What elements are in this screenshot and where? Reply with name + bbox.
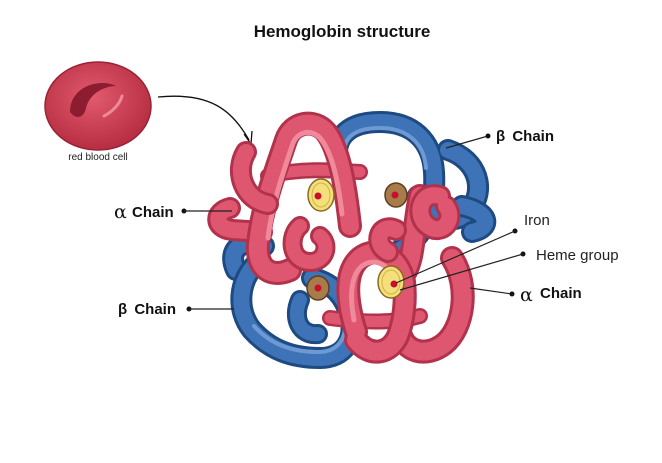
alpha-chain-ribbon-right: [336, 184, 475, 364]
label-alpha-chain-left: Chain: [132, 204, 174, 221]
alpha-chain-ribbon-left: [207, 111, 362, 285]
label-beta-chain-top: β Chain: [496, 128, 554, 145]
red-blood-cell-label: red blood cell: [68, 152, 127, 163]
label-alpha-chain-right: Chain: [540, 285, 582, 302]
beta-symbol: β: [118, 301, 127, 318]
heme-group-bottom-right: [377, 265, 405, 299]
label-iron: Iron: [524, 212, 550, 229]
alpha-symbol-left: α: [114, 201, 127, 223]
hemoglobin-molecule: [207, 111, 497, 369]
leader-alpha-right: [469, 287, 513, 295]
heme-group-top-right: [384, 182, 408, 208]
leader-beta-top: [445, 135, 489, 149]
diagram-title: Hemoglobin structure: [254, 22, 431, 41]
pointer-arrow: [157, 95, 250, 141]
iron-atom: [314, 192, 322, 200]
leader-iron: [395, 230, 516, 284]
leader-heme: [399, 253, 524, 291]
heme-group-top-left: [307, 178, 335, 212]
heme-group-bottom-left: [306, 275, 330, 301]
beta-symbol: β: [496, 128, 505, 145]
label-heme-group: Heme group: [536, 247, 619, 264]
alpha-symbol-right: α: [520, 284, 533, 306]
iron-atom: [390, 280, 398, 288]
red-blood-cell: [44, 61, 152, 151]
label-beta-chain-bottom: β Chain: [118, 301, 176, 318]
